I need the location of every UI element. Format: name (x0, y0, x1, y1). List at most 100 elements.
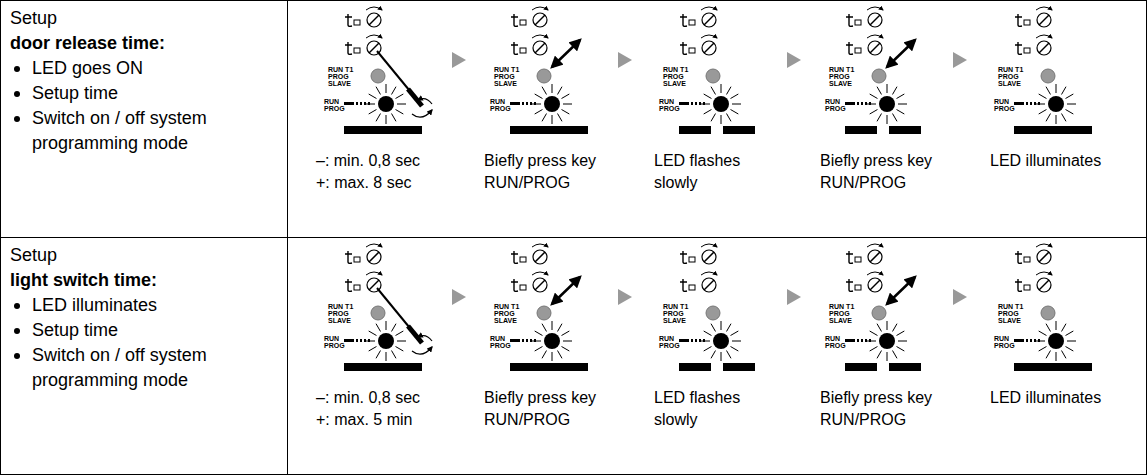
switch-labels: RUN PROG (994, 98, 1012, 112)
slider-switch (360, 102, 362, 105)
led-ray (721, 352, 722, 361)
led-ray (870, 94, 878, 99)
bullet (14, 328, 20, 334)
turn-arrow (1036, 272, 1052, 275)
slider-switch (1026, 339, 1028, 342)
row-title: light switch time: (10, 268, 157, 293)
mode-labels: RUN T1 PROG SLAVE (829, 66, 856, 87)
step-arrow (787, 52, 801, 68)
step-caption: Biefly press key RUN/PROG (484, 387, 609, 431)
turn-arrow (1036, 7, 1052, 10)
led-ray (1056, 84, 1057, 93)
led-ray (1046, 114, 1051, 122)
step-caption: –: min. 0,8 sec (316, 150, 420, 172)
switch-labels: RUN PROG (659, 98, 677, 112)
led-ray (542, 351, 547, 359)
led-ray (887, 352, 888, 361)
led-ray (552, 115, 553, 124)
screwdriver-handle (408, 326, 422, 343)
potentiometer-slot (870, 252, 880, 262)
potentiometer (702, 278, 716, 292)
row-title: Setup (10, 6, 57, 31)
run-prog-key (537, 69, 551, 83)
lock-symbol (354, 48, 360, 53)
led (879, 96, 895, 112)
slider-switch (699, 102, 701, 105)
device-icon (344, 7, 432, 134)
led-state-bar (723, 363, 755, 371)
led-ray (1039, 347, 1047, 352)
led-ray (535, 110, 543, 115)
led (378, 96, 394, 112)
slider-switch (1014, 339, 1024, 342)
mode-labels: RUN T1 PROG SLAVE (328, 66, 355, 87)
step-arrow (953, 289, 967, 305)
slider-switch (695, 339, 697, 342)
led-ray (1036, 104, 1045, 105)
potentiometer-slot (1039, 280, 1049, 290)
potentiometer-slot (1039, 15, 1049, 25)
run-prog-key (371, 69, 385, 83)
turn-arrow (532, 272, 548, 275)
potentiometer (533, 41, 547, 55)
led-ray (1036, 341, 1045, 342)
step-caption: LED flashes slowly (654, 150, 754, 194)
turn-arrow (867, 244, 883, 247)
bullet (14, 303, 20, 309)
switch-labels: RUN PROG (324, 335, 342, 349)
slider-switch (530, 102, 532, 105)
led-ray (562, 110, 570, 115)
slider-switch (522, 339, 524, 342)
slider-switch (861, 339, 863, 342)
led-ray (552, 84, 553, 93)
lock-symbol (855, 48, 861, 53)
rotate-arrow (412, 110, 432, 117)
led-ray (542, 324, 547, 332)
lock-symbol (855, 257, 861, 262)
lock-symbol (1024, 257, 1030, 262)
led-ray (397, 104, 406, 105)
led-state-bar (845, 363, 877, 371)
potentiometer-slot (704, 43, 714, 53)
device-icon (1014, 244, 1092, 371)
time-symbol (345, 251, 352, 263)
led-ray (877, 114, 882, 122)
turn-arrow (1036, 35, 1052, 38)
slider-switch (865, 339, 867, 342)
lock-symbol (354, 257, 360, 262)
led-ray (1039, 110, 1047, 115)
step-arrow (953, 52, 967, 68)
led-ray (731, 347, 739, 352)
led-state-bar (889, 363, 921, 371)
time-symbol (680, 42, 687, 54)
mode-labels: RUN T1 PROG SLAVE (494, 303, 521, 324)
potentiometer (1037, 250, 1051, 264)
turn-arrow (366, 35, 382, 38)
led-ray (562, 331, 570, 336)
led-ray (376, 351, 381, 359)
run-prog-key (1041, 306, 1055, 320)
led-state-bar (723, 126, 755, 134)
device-icon (1014, 7, 1092, 134)
bullet (14, 91, 20, 97)
led-ray (396, 110, 404, 115)
press-arrow (552, 40, 580, 67)
time-symbol (1015, 14, 1022, 26)
slider-switch (857, 339, 859, 342)
time-symbol (846, 14, 853, 26)
led-ray (558, 324, 563, 332)
led-state-bar (889, 126, 921, 134)
row-title: Setup (10, 243, 57, 268)
time-symbol (846, 42, 853, 54)
led-ray (396, 331, 404, 336)
led-ray (1056, 352, 1057, 361)
led-state-bar (1014, 126, 1092, 134)
led-ray (887, 115, 888, 124)
run-prog-key (706, 69, 720, 83)
led-ray (887, 321, 888, 330)
led-ray (562, 94, 570, 99)
step-caption: LED flashes slowly (654, 387, 754, 431)
led-ray (1039, 331, 1047, 336)
device-icon (510, 244, 588, 371)
